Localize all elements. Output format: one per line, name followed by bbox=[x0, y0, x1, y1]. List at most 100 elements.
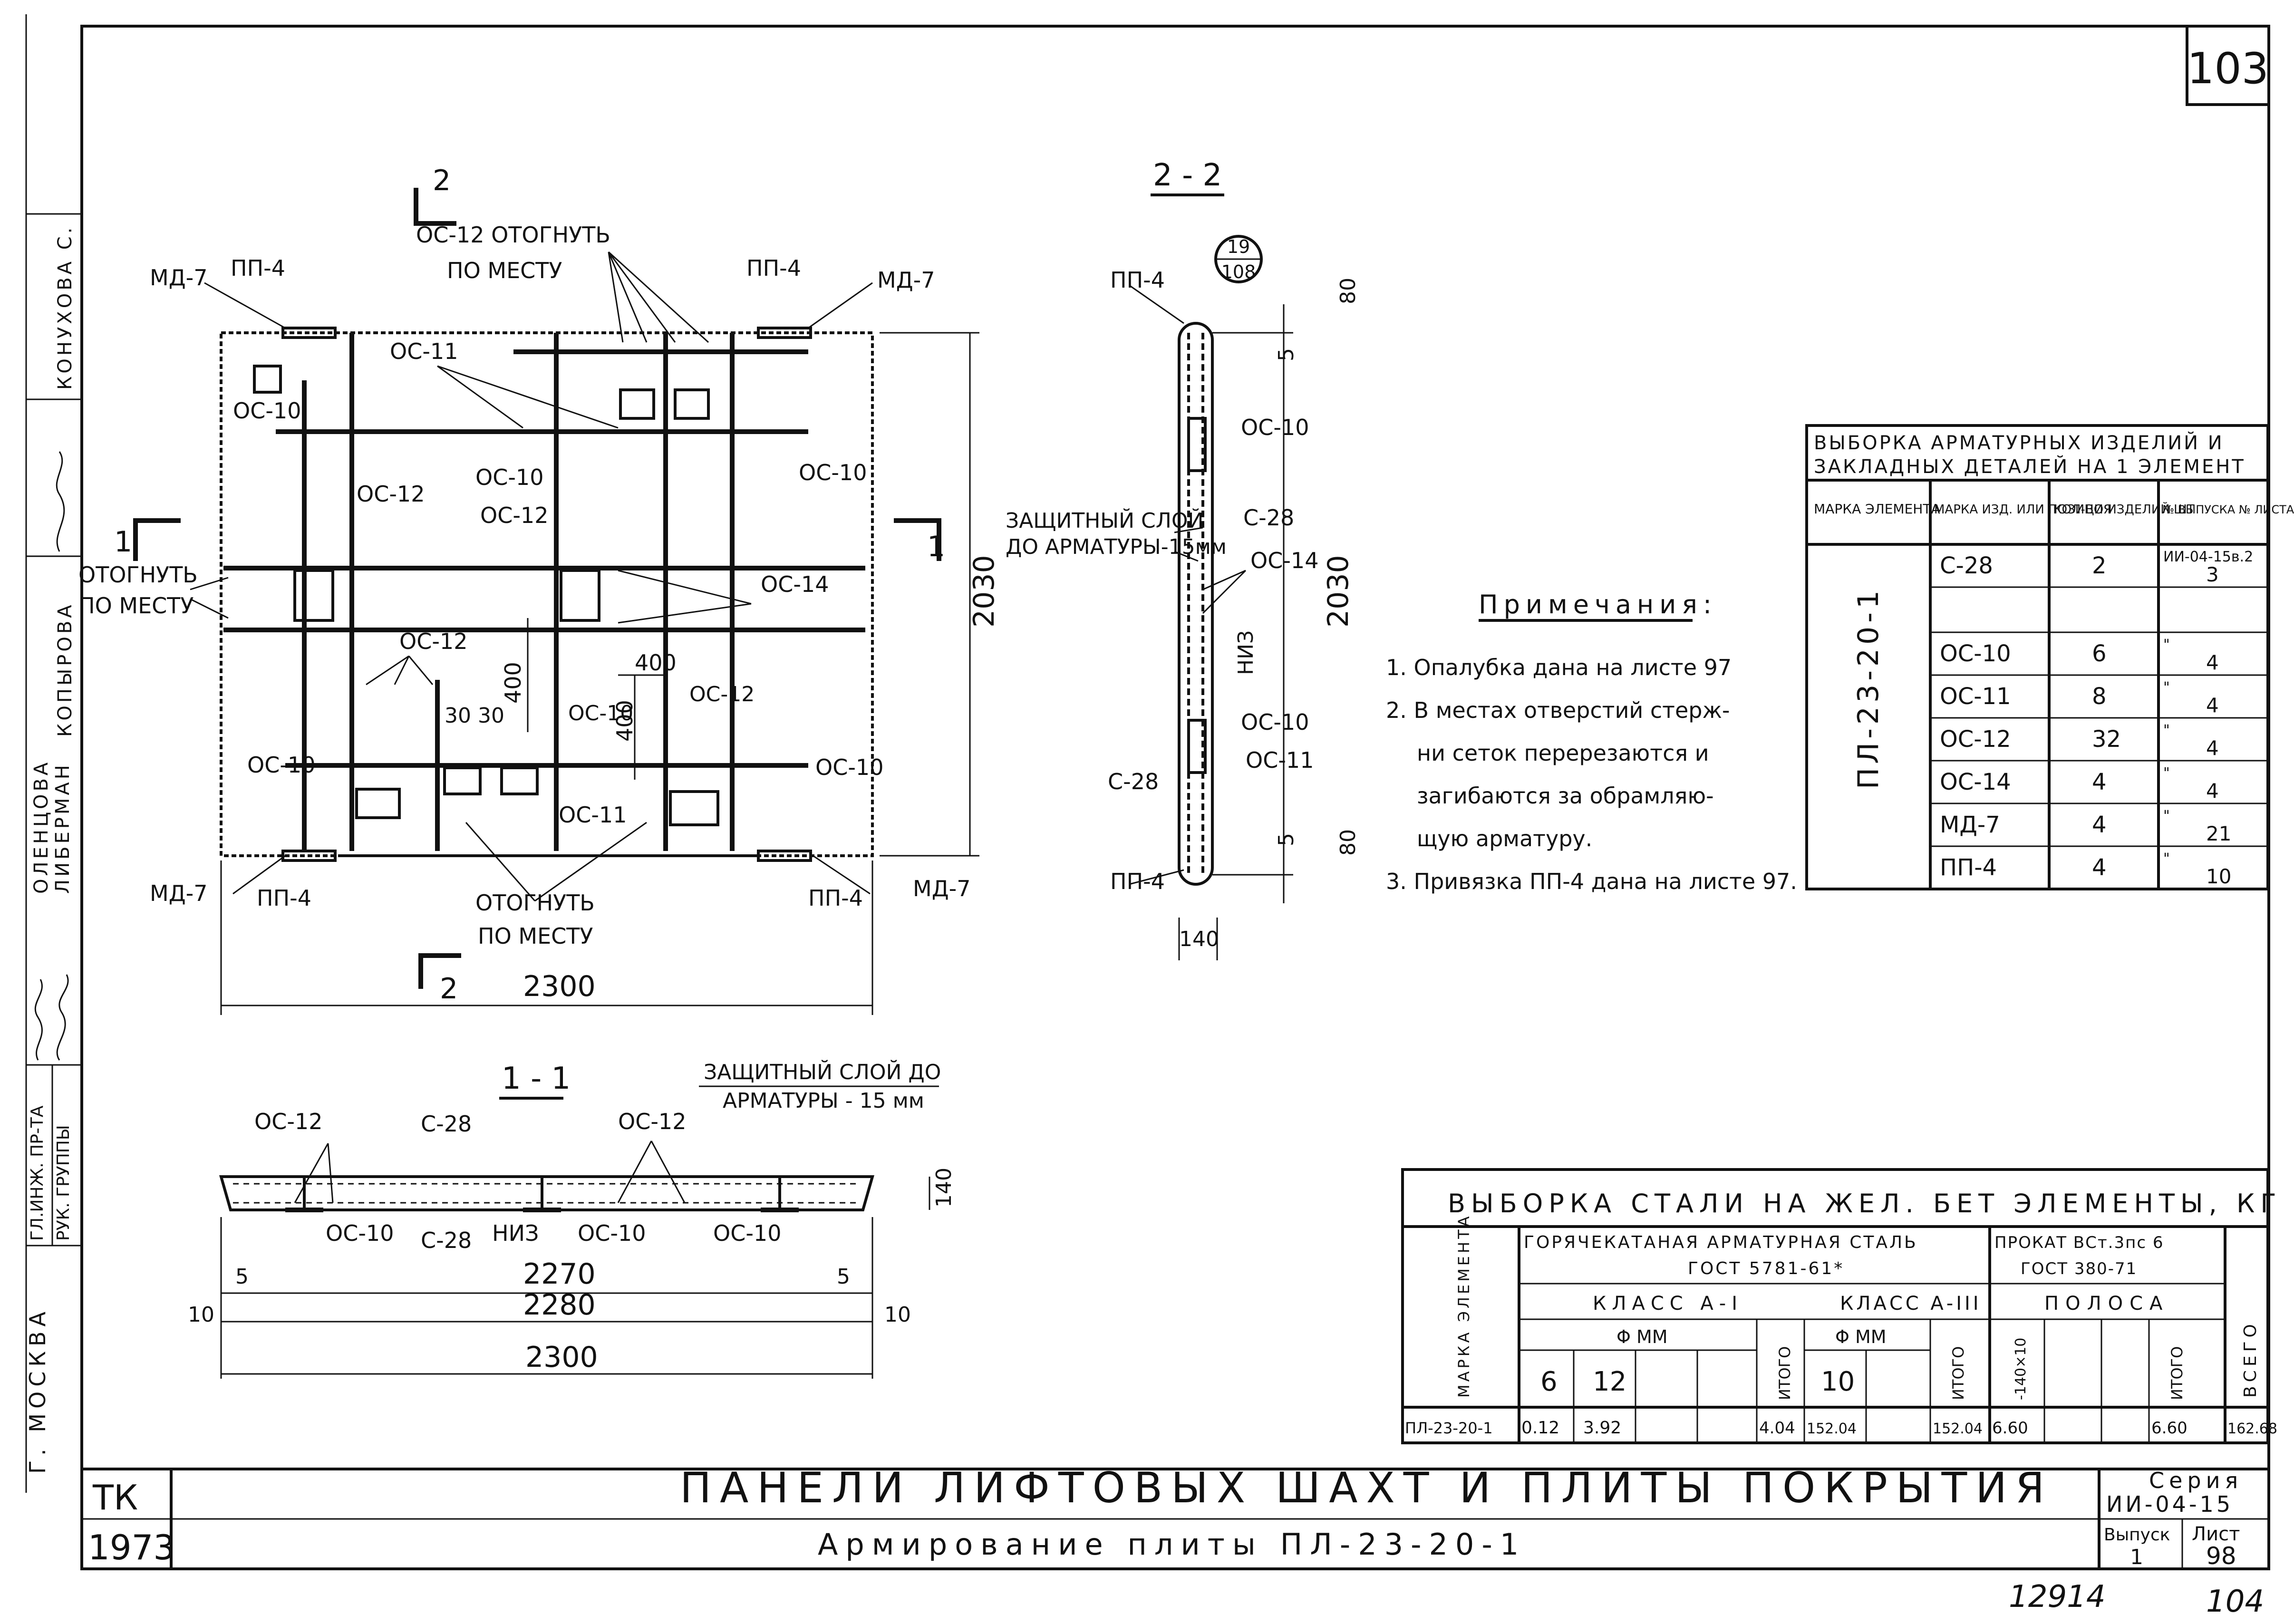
steel-row-v6: 0.12 bbox=[1521, 1418, 1559, 1438]
steel-row-total: 162.68 bbox=[2227, 1421, 2277, 1437]
dim-2030: 2030 bbox=[968, 555, 1001, 628]
steel-group-hot: ГОРЯЧЕКАТАНАЯ АРМАТУРНАЯ СТАЛЬ bbox=[1524, 1233, 1918, 1252]
title-sheet: 98 bbox=[2206, 1542, 2236, 1570]
label-po-mestu-bottom: ПО МЕСТУ bbox=[478, 923, 593, 949]
steel-class-2: КЛАСС А-III bbox=[1840, 1293, 1982, 1315]
leader-md7-tr bbox=[808, 282, 873, 329]
armature-row-mark: МД-7 bbox=[1940, 812, 2000, 838]
section-22-body bbox=[1178, 322, 1214, 886]
section-11-d2280: 2280 bbox=[523, 1288, 596, 1322]
section-11-d5r: 5 bbox=[837, 1265, 850, 1289]
notes-title: Примечания: bbox=[1479, 590, 1717, 619]
label-pp4-br: ПП-4 bbox=[808, 885, 863, 911]
leaders-oc12-low bbox=[366, 655, 434, 686]
ref-circle-bottom: 108 bbox=[1221, 261, 1256, 282]
opening-5 bbox=[560, 569, 600, 622]
notes-block: Примечания: 1. Опалубка дана на листе 97… bbox=[1386, 590, 1797, 894]
signature-1 bbox=[56, 974, 69, 1061]
leaders-oc11-top bbox=[437, 365, 619, 429]
label-pp4-tl: ПП-4 bbox=[231, 255, 285, 281]
steel-row-it2: 152.04 bbox=[1933, 1421, 1983, 1437]
stamp-role-1: ГЛ.ИНЖ. ПР-ТА bbox=[28, 1105, 47, 1241]
section-1-1: 1 - 1 ЗАЩИТНЫЙ СЛОЙ ДО АРМАТУРЫ - 15 мм … bbox=[188, 1059, 956, 1379]
section-22-cover-2: ДО АРМАТУРЫ-15мм bbox=[1006, 535, 1227, 559]
section-22-pp4-bot: ПП-4 bbox=[1110, 869, 1165, 894]
armature-row-ref-bottom: 4 bbox=[2206, 779, 2219, 802]
leaders-bend-left bbox=[190, 577, 229, 619]
cut-mark-left bbox=[133, 518, 181, 561]
opening-1 bbox=[253, 365, 282, 394]
section-22-2030: 2030 bbox=[1322, 555, 1355, 628]
armature-row-ref-top: " bbox=[2163, 722, 2170, 739]
cut-mark-bottom bbox=[418, 953, 461, 989]
opening-2 bbox=[619, 388, 655, 420]
steel-group-rolled-2: ГОСТ 380-71 bbox=[2021, 1259, 2137, 1278]
armature-row-ref-bottom: 4 bbox=[2206, 651, 2219, 674]
title-main: ПАНЕЛИ ЛИФТОВЫХ ШАХТ И ПЛИТЫ ПОКРЫТИЯ bbox=[680, 1463, 2053, 1512]
section-22-c28: С-28 bbox=[1243, 505, 1294, 531]
steel-total-3: ИТОГО bbox=[2168, 1346, 2186, 1400]
armature-row-ref-top: " bbox=[2163, 851, 2170, 867]
armature-row-mark: ОС-12 bbox=[1940, 726, 2011, 753]
cut-label-bottom: 2 bbox=[440, 972, 458, 1005]
note-line-3: ни сеток перерезаются и bbox=[1417, 740, 1709, 766]
label-oc10-mid: ОС-10 bbox=[475, 464, 543, 490]
section-11-140: 140 bbox=[932, 1168, 956, 1208]
opening-3 bbox=[674, 388, 710, 420]
signature-3 bbox=[56, 451, 65, 552]
note-line-2: 2. В местах отверстий стерж- bbox=[1386, 697, 1730, 723]
leader-11-oc12-l bbox=[294, 1143, 334, 1203]
section-11-c28: С-28 bbox=[421, 1111, 472, 1137]
section-22-80-bot: 80 bbox=[1336, 829, 1360, 856]
label-md7-br: МД-7 bbox=[913, 876, 971, 901]
opening-8 bbox=[355, 788, 401, 819]
armature-row-ref-bottom: 21 bbox=[2206, 822, 2231, 845]
section-22-oc10-b: ОС-10 bbox=[1241, 709, 1309, 735]
armature-row-ref-top: " bbox=[2163, 637, 2170, 653]
section-2-2: 2 - 2 19 108 ПП-4 80 5 ОС-10 ЗАЩИТНЫЙ СЛ… bbox=[1006, 158, 1360, 960]
steel-row-mark: ПЛ-23-20-1 bbox=[1405, 1419, 1493, 1437]
leader-11-oc12-r bbox=[617, 1141, 686, 1203]
leader-md7-tl bbox=[204, 282, 286, 329]
ref-circle-top: 19 bbox=[1227, 236, 1250, 257]
section-11-title: 1 - 1 bbox=[502, 1061, 571, 1096]
leader-22-pp4-bot bbox=[1129, 869, 1184, 885]
section-22-oc10-bot bbox=[1187, 719, 1207, 774]
section-22-oc11: ОС-11 bbox=[1246, 747, 1314, 773]
section-11-d2300: 2300 bbox=[525, 1341, 598, 1374]
armature-row-ref-bottom: 4 bbox=[2206, 736, 2219, 760]
section-22-oc10-a: ОС-10 bbox=[1241, 415, 1309, 440]
plate-md7-tl bbox=[281, 327, 337, 339]
leader-22-oc14 bbox=[1202, 570, 1247, 614]
leader-22-pp4-top bbox=[1129, 284, 1184, 324]
armature-row-qty: 8 bbox=[2092, 683, 2107, 710]
label-md7-tl: МД-7 bbox=[150, 265, 208, 290]
armature-row-ref-top: " bbox=[2163, 679, 2170, 696]
cut-mark-right bbox=[894, 518, 941, 561]
armature-row-ref-bottom: 10 bbox=[2206, 865, 2231, 888]
cut-label-top: 2 bbox=[433, 164, 451, 197]
label-oc12-bend: ОС-12 ОТОГНУТЬ bbox=[416, 222, 610, 248]
title-sub: Армирование плиты ПЛ-23-20-1 bbox=[818, 1527, 1526, 1562]
steel-strip-size: -140×10 bbox=[2013, 1338, 2029, 1400]
label-400-c: 400 bbox=[612, 700, 638, 742]
armature-row-qty: 4 bbox=[2092, 812, 2107, 838]
section-11-oc10-l: ОС-10 bbox=[326, 1220, 394, 1246]
label-oc12-mid: ОС-12 bbox=[480, 503, 548, 528]
section-22-pp4-top: ПП-4 bbox=[1110, 267, 1165, 293]
left-stamp: Г. МОСКВА ГЛ.ИНЖ. ПР-ТА РУК. ГРУППЫ ЛИБЕ… bbox=[25, 14, 82, 1493]
steel-grand-label: ВСЕГО bbox=[2241, 1320, 2260, 1398]
dim-2300: 2300 bbox=[523, 970, 596, 1003]
leader-md7-bl bbox=[232, 855, 286, 895]
label-pp4-tr: ПП-4 bbox=[746, 255, 801, 281]
steel-row-it1: 4.04 bbox=[1759, 1419, 1795, 1438]
label-oc12-left: ОС-12 bbox=[357, 481, 425, 507]
steel-strip: ПОЛОСА bbox=[2044, 1293, 2169, 1315]
section-11-d5l: 5 bbox=[235, 1265, 249, 1289]
label-md7-bl: МД-7 bbox=[150, 880, 208, 906]
note-line-5: щую арматуру. bbox=[1417, 826, 1592, 851]
label-oc10-left: ОС-10 bbox=[233, 398, 301, 424]
label-md7-tr: МД-7 bbox=[877, 267, 935, 293]
armature-title-2: ЗАКЛАДНЫХ ДЕТАЛЕЙ НА 1 ЭЛЕМЕНТ bbox=[1814, 455, 2246, 478]
steel-table: ВЫБОРКА СТАЛИ НА ЖЕЛ. БЕТ ЭЛЕМЕНТЫ, КГ М… bbox=[1401, 1168, 2277, 1444]
